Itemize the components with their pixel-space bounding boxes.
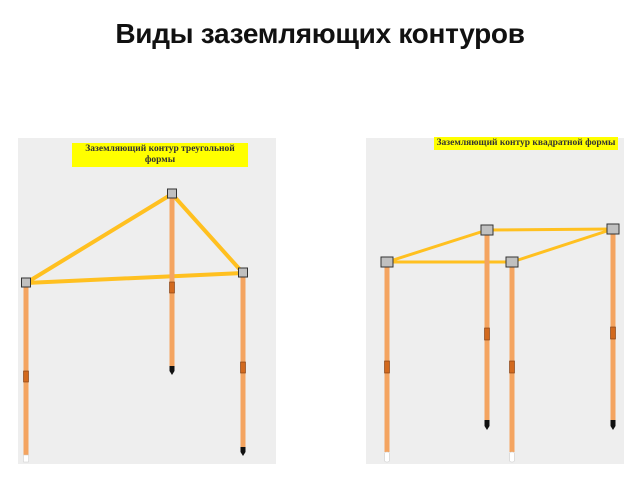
rod-coupling [169, 281, 175, 294]
connector-strip [485, 227, 615, 232]
rod-clamp [167, 188, 177, 199]
ground-rod [167, 188, 177, 375]
rod-coupling [240, 361, 246, 374]
rod-coupling [610, 326, 616, 340]
rod-coupling [384, 360, 390, 374]
rod-coupling [23, 370, 29, 383]
ground-rod [238, 267, 248, 456]
connector-strip [24, 271, 245, 285]
page-title: Виды заземляющих контуров [115, 18, 525, 49]
square-loop-rods [380, 223, 620, 463]
rod-clamp [480, 224, 494, 236]
triangular-loop-label: Заземляющий контур треугольной формы [72, 143, 248, 167]
rod-coupling [484, 327, 490, 341]
triangular-diagram-panel [18, 138, 276, 464]
rod-clamp [606, 223, 620, 235]
connector-strip [24, 192, 174, 285]
triangular-loop-connectors [24, 192, 245, 285]
ground-rod [606, 223, 620, 430]
square-loop-label: Заземляющий контур квадратной формы [434, 137, 618, 150]
square-loop-connectors [385, 227, 615, 264]
triangular-loop-rods [21, 188, 248, 463]
ground-rod [380, 256, 394, 463]
ground-rod [505, 256, 519, 463]
rod-coupling [509, 360, 515, 374]
ground-rod [480, 224, 494, 430]
ground-rod [21, 277, 31, 463]
rod-clamp [380, 256, 394, 268]
rod-clamp [505, 256, 519, 268]
connector-strip [170, 192, 245, 275]
square-diagram-panel [366, 138, 624, 464]
connector-strip [510, 227, 615, 264]
connector-strip [385, 228, 489, 264]
rod-clamp [21, 277, 31, 288]
rod-clamp [238, 267, 248, 278]
